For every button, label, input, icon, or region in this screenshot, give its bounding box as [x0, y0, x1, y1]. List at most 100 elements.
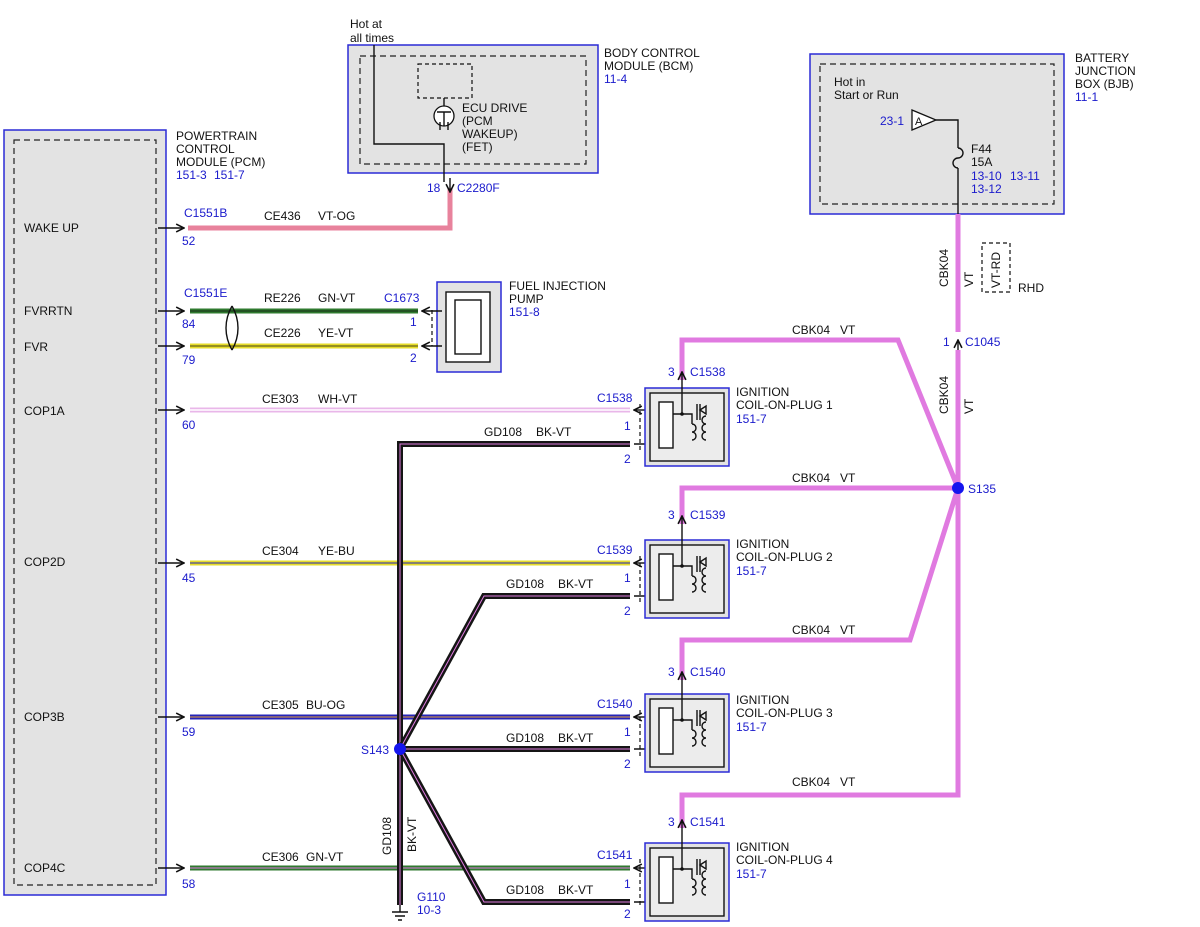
bcm-connector: C2280F: [457, 181, 500, 195]
ground-circuit-4: GD108: [506, 883, 544, 897]
ground-color-1: BK-VT: [536, 425, 572, 439]
ground-color-3: BK-VT: [558, 731, 594, 745]
coil-4-name-2: COIL-ON-PLUG 4: [736, 853, 833, 867]
coil-3-name-1: IGNITION: [736, 693, 789, 707]
bjb-ref-b: 13-11: [1010, 169, 1040, 183]
bcm-drive-4: (FET): [462, 140, 493, 154]
power-alt-color: VT-RD: [989, 252, 1003, 288]
ground-circuit-1: GD108: [484, 425, 522, 439]
coil-2-ref: 151-7: [736, 564, 767, 578]
fip-pin-2: 2: [410, 351, 417, 365]
coil-2-connector-top: C1539: [690, 508, 726, 522]
ground-splice: S143: [361, 743, 389, 757]
coil-4-connector-left: C1541: [597, 848, 633, 862]
bjb-fuse: F44: [971, 142, 992, 156]
coil-1-ref: 151-7: [736, 412, 767, 426]
pcm-name-2: CONTROL: [176, 142, 235, 156]
coil-1: [639, 378, 730, 467]
cop2-color: YE-BU: [318, 544, 355, 558]
cop1-color: WH-VT: [318, 392, 358, 406]
bjb-name-3: BOX (BJB): [1075, 77, 1134, 91]
bcm-hot-label-1: Hot at: [350, 17, 383, 31]
pcm-pin-cop3b: COP3B: [24, 710, 65, 724]
wake-circuit: CE436: [264, 209, 301, 223]
cop1-circuit: CE303: [262, 392, 299, 406]
bjb-module: [809, 53, 1065, 215]
coil-3-connector-left: C1540: [597, 697, 633, 711]
wake-color: VT-OG: [318, 209, 355, 223]
power-circuit-vertical-mid: CBK04: [937, 376, 951, 414]
coil-3-ref: 151-7: [736, 720, 767, 734]
fuel-injection-pump: [431, 281, 502, 373]
power-color-4: VT: [840, 775, 856, 789]
coil-1-pin-a: 1: [624, 419, 631, 433]
fvr-color: YE-VT: [318, 326, 354, 340]
fip-pin-1: 1: [410, 315, 417, 329]
bcm-pin: 18: [427, 181, 441, 195]
wake-pin: 52: [182, 234, 196, 248]
ground-circuit-3: GD108: [506, 731, 544, 745]
power-circuit-1: CBK04: [792, 323, 830, 337]
coil-2-pin-b: 2: [624, 604, 631, 618]
power-connector: C1045: [965, 335, 1001, 349]
coil-3-pin-c: 3: [668, 665, 675, 679]
fip-ref: 151-8: [509, 305, 540, 319]
power-wires: [682, 214, 1011, 828]
pcm-name-1: POWERTRAIN: [176, 129, 257, 143]
coil-4: [639, 826, 730, 922]
splice-s135: [952, 482, 964, 494]
pcm-ref-1: 151-3: [176, 168, 207, 182]
fvrrtn-color: GN-VT: [318, 291, 356, 305]
fvrrtn-circuit: RE226: [264, 291, 301, 305]
coil-1-pin-b: 2: [624, 452, 631, 466]
ground-circuit-2: GD108: [506, 577, 544, 591]
coil-4-pin-b: 2: [624, 907, 631, 921]
ground-color-vertical: BK-VT: [405, 816, 419, 852]
fip-name-2: PUMP: [509, 292, 544, 306]
power-color-3: VT: [840, 623, 856, 637]
bjb-name-1: BATTERY: [1075, 51, 1129, 65]
bjb-hot-1: Hot in: [834, 75, 865, 89]
cop3-color: BU-OG: [306, 698, 345, 712]
bcm-ref: 11-4: [604, 72, 627, 86]
fvr-circuit: CE226: [264, 326, 301, 340]
coil-1-name-2: COIL-ON-PLUG 1: [736, 398, 833, 412]
fip-connector: C1673: [384, 291, 420, 305]
bjb-feed-letter: A: [915, 116, 923, 128]
pcm-ref-2: 151-7: [214, 168, 245, 182]
bjb-amps: 15A: [971, 155, 992, 169]
coil-4-ref: 151-7: [736, 867, 767, 881]
coil-3-name-2: COIL-ON-PLUG 3: [736, 706, 833, 720]
cop4-color: GN-VT: [306, 850, 344, 864]
pcm-pin-cop2d: COP2D: [24, 555, 66, 569]
ground-circuit-vertical: GD108: [380, 817, 394, 855]
power-color-vertical-mid: VT: [962, 398, 976, 414]
pcm-pin-cop4c: COP4C: [24, 861, 66, 875]
coil-4-pin-c: 3: [668, 815, 675, 829]
coil-2-pin-a: 1: [624, 571, 631, 585]
fvr-pin: 79: [182, 353, 196, 367]
fvrrtn-pin: 84: [182, 317, 196, 331]
power-color-1: VT: [840, 323, 856, 337]
coil-1-name-1: IGNITION: [736, 385, 789, 399]
power-circuit-4: CBK04: [792, 775, 830, 789]
coil-2-name-1: IGNITION: [736, 537, 789, 551]
cop3-circuit: CE305: [262, 698, 299, 712]
coil-4-connector-top: C1541: [690, 815, 726, 829]
coil-4-pin-a: 1: [624, 877, 631, 891]
pcm-pin-wake-up: WAKE UP: [24, 221, 79, 235]
bcm-hot-label-2: all times: [350, 31, 394, 45]
coil-1-connector-top: C1538: [690, 365, 726, 379]
coil-3-pin-b: 2: [624, 757, 631, 771]
bcm-drive-3: WAKEUP): [462, 127, 518, 141]
bcm-drive-1: ECU DRIVE: [462, 101, 527, 115]
bjb-name-2: JUNCTION: [1075, 64, 1136, 78]
bcm-drive-2: (PCM: [462, 114, 493, 128]
cop4-circuit: CE306: [262, 850, 299, 864]
cop4-pin: 58: [182, 877, 196, 891]
fip-name-1: FUEL INJECTION: [509, 279, 606, 293]
bjb-feed-ref: 23-1: [880, 114, 904, 128]
fvrrtn-connector: C1551E: [184, 286, 227, 300]
power-circuit-2: CBK04: [792, 471, 830, 485]
